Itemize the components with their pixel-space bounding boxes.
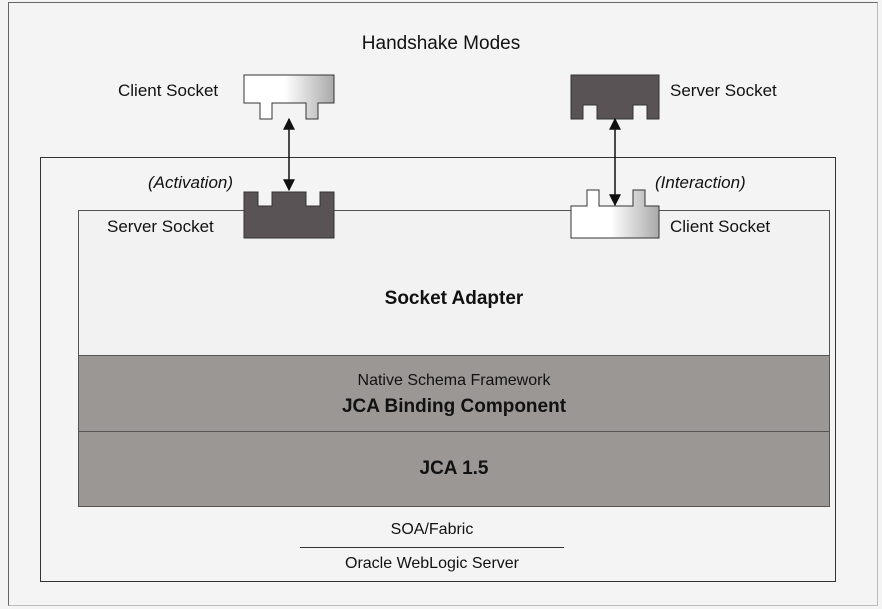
soa-divider bbox=[300, 547, 564, 548]
jca-15-box: JCA 1.5 bbox=[78, 431, 830, 507]
top-server-socket-label: Server Socket bbox=[670, 81, 777, 100]
diagram-title: Handshake Modes bbox=[361, 33, 521, 54]
soa-fabric-label: SOA/Fabric bbox=[390, 521, 474, 538]
client-socket-icon bbox=[243, 74, 335, 120]
weblogic-server-label: Oracle WebLogic Server bbox=[345, 555, 519, 572]
native-schema-framework-label: Native Schema Framework bbox=[357, 372, 551, 389]
activation-label: (Activation) bbox=[148, 173, 234, 192]
interaction-label: (Interaction) bbox=[655, 173, 746, 192]
server-socket-icon bbox=[243, 191, 335, 239]
top-client-socket-label: Client Socket bbox=[118, 81, 219, 100]
server-socket-icon bbox=[570, 74, 660, 120]
jca-15-title: JCA 1.5 bbox=[419, 458, 489, 479]
adapter-server-socket-label: Server Socket bbox=[107, 217, 214, 236]
jca-binding-component-box: Native Schema Framework JCA Binding Comp… bbox=[78, 355, 830, 432]
client-socket-icon bbox=[570, 189, 660, 239]
socket-adapter-box: Socket Adapter bbox=[78, 210, 830, 356]
socket-adapter-title: Socket Adapter bbox=[384, 288, 524, 309]
adapter-client-socket-label: Client Socket bbox=[670, 217, 771, 236]
weblogic-server-container bbox=[40, 157, 836, 582]
jca-binding-component-title: JCA Binding Component bbox=[341, 396, 567, 417]
